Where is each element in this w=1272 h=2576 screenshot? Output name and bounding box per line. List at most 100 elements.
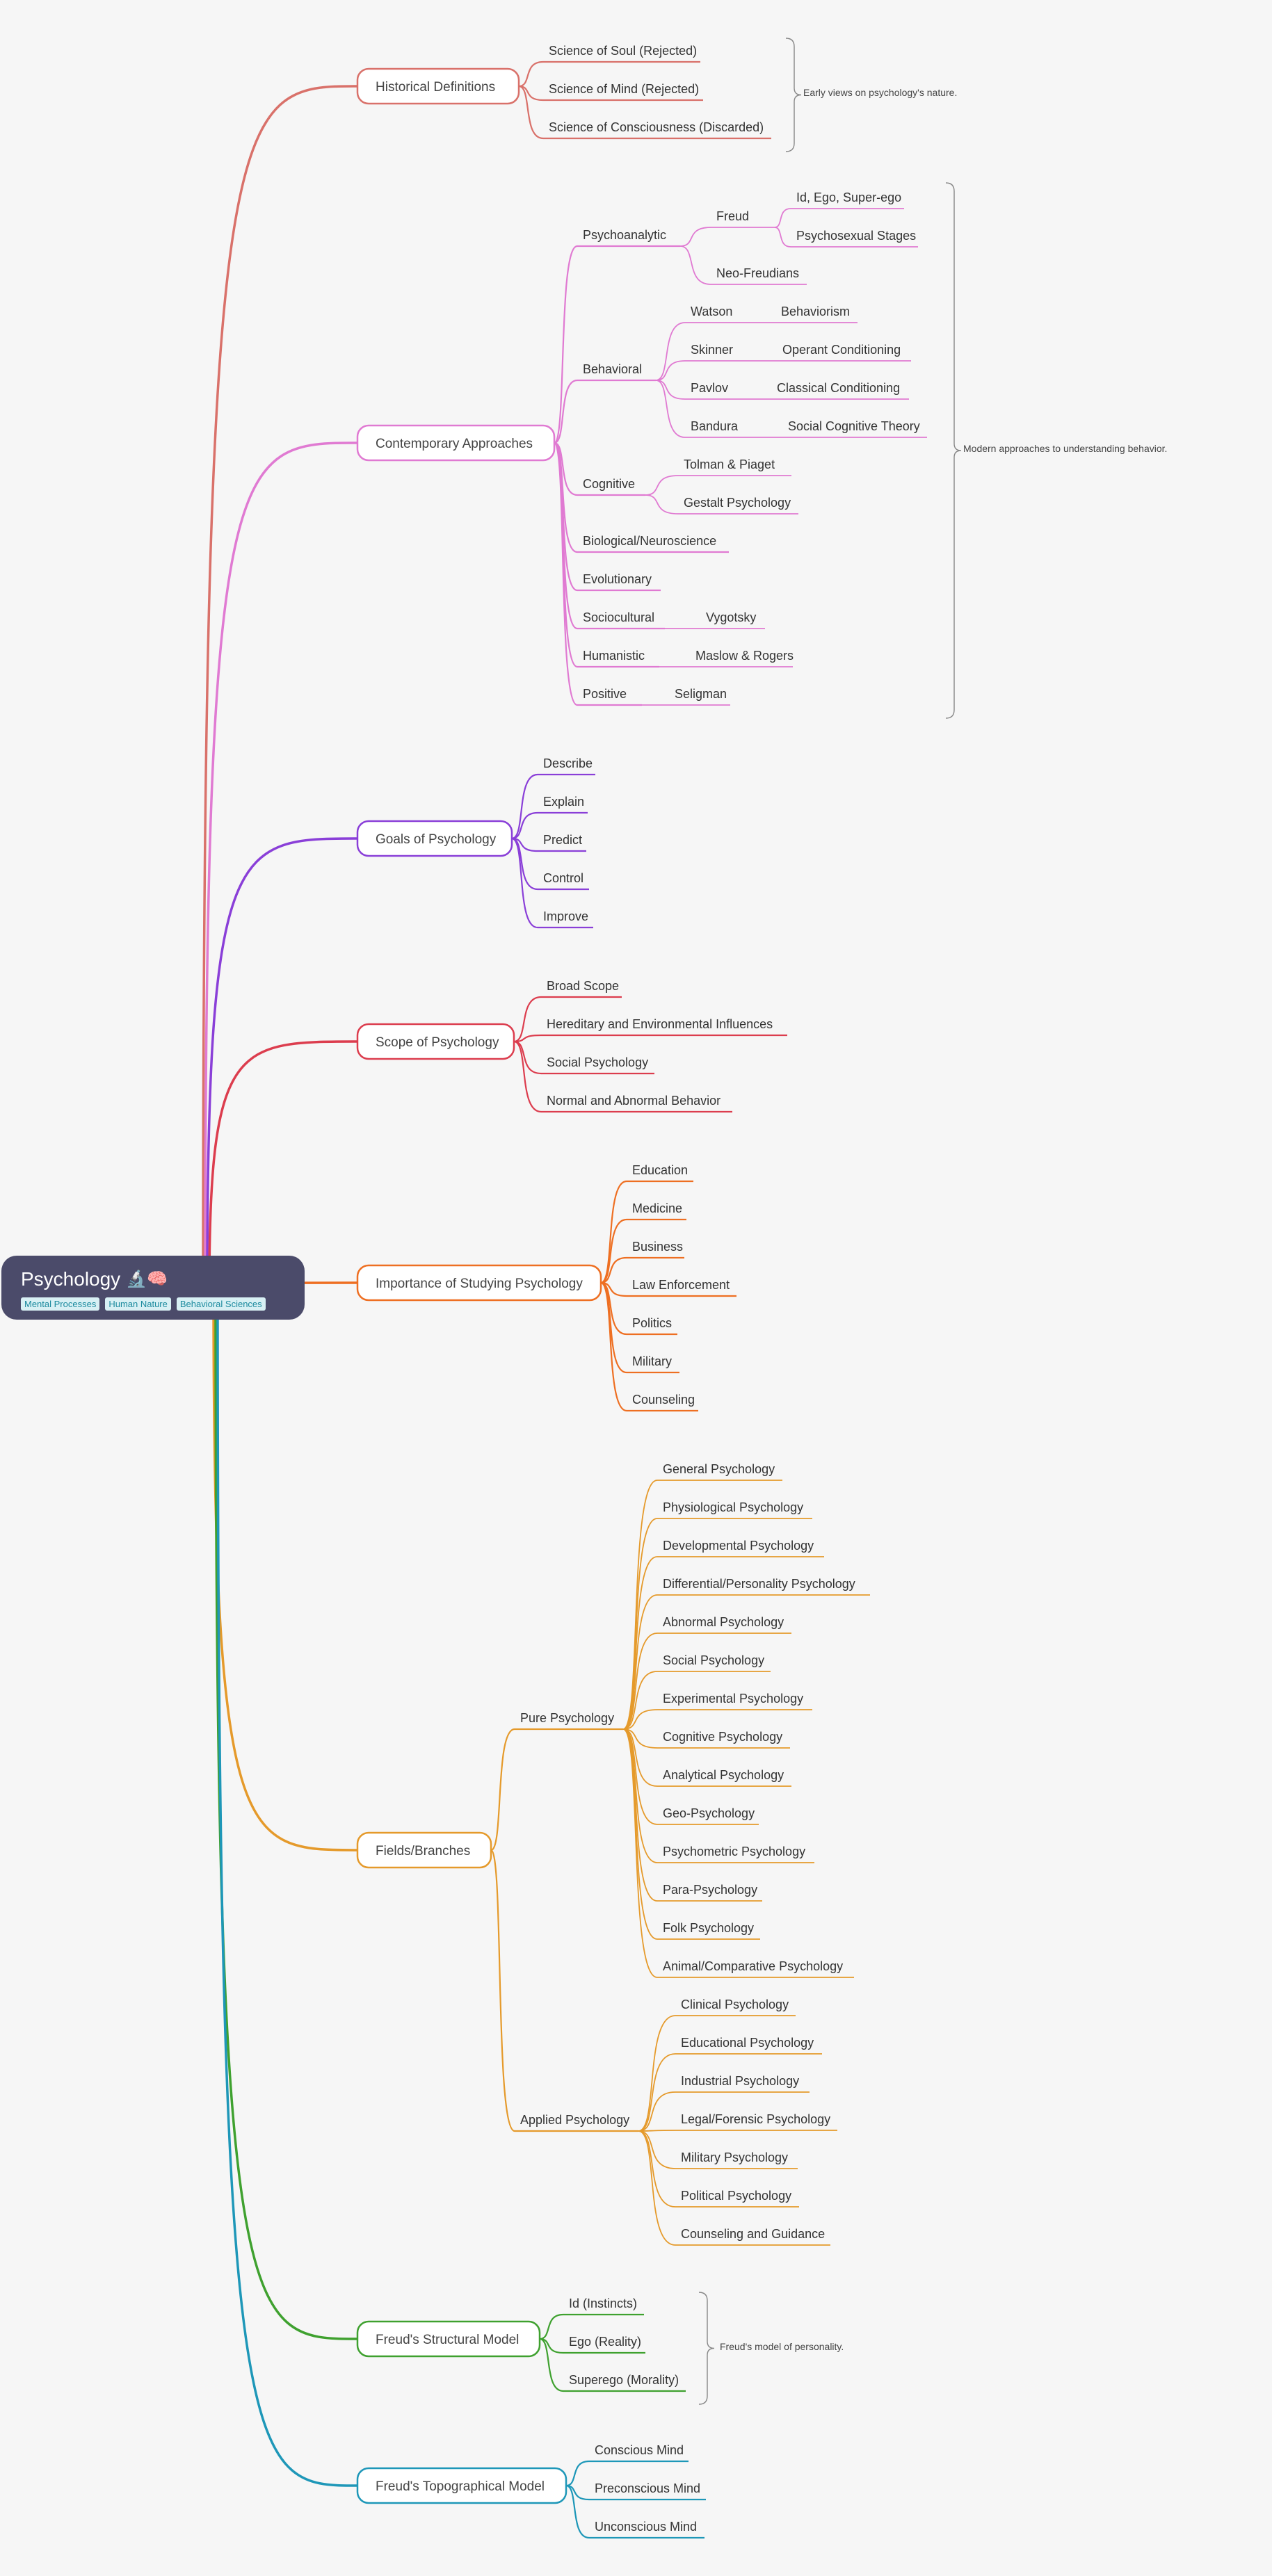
central-topic[interactable]: Psychology 🔬🧠 Mental Processes Human Nat… (1, 1256, 305, 1320)
topic-psychosexual-stages[interactable]: Psychosexual Stages (791, 229, 918, 248)
topic-physiological-psychology[interactable]: Physiological Psychology (657, 1500, 812, 1519)
topic-science-of-consciousness-discarded[interactable]: Science of Consciousness (Discarded) (543, 120, 771, 140)
topic-behavioral[interactable]: Behavioral (577, 362, 656, 382)
topic-control[interactable]: Control (538, 871, 589, 891)
topic-folk-psychology[interactable]: Folk Psychology (657, 1921, 760, 1940)
topic-cognitive[interactable]: Cognitive (577, 477, 645, 496)
link-importance-business (600, 1256, 627, 1284)
topic-gestalt-psychology[interactable]: Gestalt Psychology (678, 496, 798, 515)
topic-industrial-psychology[interactable]: Industrial Psychology (675, 2074, 810, 2093)
topic-superego-morality[interactable]: Superego (Morality) (563, 2373, 686, 2392)
topic-freud[interactable]: Freud (711, 209, 775, 228)
topic-preconscious-mind[interactable]: Preconscious Mind (589, 2481, 706, 2501)
topic-hereditary-and-environmental-influences[interactable]: Hereditary and Environmental Influences (541, 1017, 787, 1037)
topic-differential-personality-psychology[interactable]: Differential/Personality Psychology (657, 1577, 870, 1596)
topic-label: Vygotsky (706, 610, 756, 624)
topic-humanistic[interactable]: Humanistic (577, 649, 659, 668)
topic-military[interactable]: Military (627, 1354, 679, 1374)
topic-label: Sociocultural (583, 610, 654, 624)
topic-law-enforcement[interactable]: Law Enforcement (627, 1278, 736, 1297)
topic-watson[interactable]: Watson (685, 305, 746, 323)
topic-conscious-mind[interactable]: Conscious Mind (589, 2443, 689, 2463)
topic-broad-scope[interactable]: Broad Scope (541, 979, 622, 998)
topic-experimental-psychology[interactable]: Experimental Psychology (657, 1692, 812, 1710)
topic-neo-freudians[interactable]: Neo-Freudians (711, 266, 807, 285)
branch-contemporary[interactable]: Contemporary Approaches (356, 424, 556, 462)
topic-animal-comparative-psychology[interactable]: Animal/Comparative Psychology (657, 1959, 854, 1978)
link-contemporary-psychoanalytic-freud (679, 227, 711, 247)
topic-psychoanalytic[interactable]: Psychoanalytic (577, 228, 680, 248)
topic-analytical-psychology[interactable]: Analytical Psychology (657, 1768, 791, 1787)
topic-psychometric-psychology[interactable]: Psychometric Psychology (657, 1845, 814, 1863)
topic-cognitive-psychology[interactable]: Cognitive Psychology (657, 1730, 790, 1749)
topic-evolutionary[interactable]: Evolutionary (577, 572, 661, 592)
topic-label: Physiological Psychology (663, 1500, 803, 1514)
topic-behaviorism[interactable]: Behaviorism (775, 305, 858, 323)
topic-para-psychology[interactable]: Para-Psychology (657, 1883, 762, 1902)
topic-seligman[interactable]: Seligman (669, 687, 730, 706)
topic-political-psychology[interactable]: Political Psychology (675, 2189, 799, 2208)
topic-explain[interactable]: Explain (538, 795, 588, 814)
link-fields-applied-psychology-clinical-psychology (638, 2015, 676, 2132)
topic-label: Animal/Comparative Psychology (663, 1959, 843, 1973)
topic-skinner[interactable]: Skinner (685, 343, 748, 362)
branch-goals[interactable]: Goals of Psychology (356, 820, 513, 857)
topic-clinical-psychology[interactable]: Clinical Psychology (675, 1998, 796, 2016)
topic-biological-neuroscience[interactable]: Biological/Neuroscience (577, 534, 729, 553)
link-topographical-conscious-mind (565, 2460, 590, 2487)
topic-label: Control (543, 871, 583, 885)
tag-human-nature: Human Nature (105, 1297, 171, 1311)
topic-pure-psychology[interactable]: Pure Psychology (515, 1711, 623, 1731)
topic-vygotsky[interactable]: Vygotsky (700, 610, 765, 629)
branch-box (356, 1831, 492, 1869)
branch-historical[interactable]: Historical Definitions (356, 67, 520, 105)
topic-business[interactable]: Business (627, 1240, 684, 1259)
topic-unconscious-mind[interactable]: Unconscious Mind (589, 2520, 705, 2539)
topic-predict[interactable]: Predict (538, 833, 586, 852)
topic-counseling[interactable]: Counseling (627, 1393, 698, 1412)
topic-social-psychology[interactable]: Social Psychology (657, 1653, 771, 1672)
branch-importance[interactable]: Importance of Studying Psychology (356, 1264, 602, 1302)
topic-classical-conditioning[interactable]: Classical Conditioning (771, 381, 909, 400)
topic-social-cognitive-theory[interactable]: Social Cognitive Theory (782, 419, 927, 438)
topic-bandura[interactable]: Bandura (685, 419, 753, 438)
topic-operant-conditioning[interactable]: Operant Conditioning (777, 343, 911, 362)
topic-medicine[interactable]: Medicine (627, 1201, 686, 1221)
topic-counseling-and-guidance[interactable]: Counseling and Guidance (675, 2227, 830, 2246)
topic-science-of-mind-rejected[interactable]: Science of Mind (Rejected) (543, 82, 703, 102)
topic-pavlov[interactable]: Pavlov (685, 381, 741, 400)
topic-id-ego-super-ego[interactable]: Id, Ego, Super-ego (791, 191, 904, 209)
topic-tolman-piaget[interactable]: Tolman & Piaget (678, 457, 791, 476)
topic-label: Normal and Abnormal Behavior (547, 1094, 720, 1108)
link-contemporary-cognitive-tolman-piaget (645, 475, 679, 496)
topic-science-of-soul-rejected[interactable]: Science of Soul (Rejected) (543, 44, 700, 63)
branch-label: Contemporary Approaches (376, 437, 533, 451)
topic-social-psychology[interactable]: Social Psychology (541, 1055, 654, 1075)
topic-legal-forensic-psychology[interactable]: Legal/Forensic Psychology (675, 2112, 837, 2131)
branch-topographical[interactable]: Freud's Topographical Model (356, 2467, 567, 2504)
topic-general-psychology[interactable]: General Psychology (657, 1462, 782, 1481)
central-topic-title: Psychology 🔬🧠 (21, 1265, 285, 1293)
topic-developmental-psychology[interactable]: Developmental Psychology (657, 1539, 824, 1557)
topic-improve[interactable]: Improve (538, 909, 593, 929)
link-fields-pure-psychology (490, 1728, 515, 1852)
topic-ego-reality[interactable]: Ego (Reality) (563, 2335, 645, 2354)
summary-note-structural: Freud's model of personality. (720, 2341, 844, 2352)
topic-applied-psychology[interactable]: Applied Psychology (515, 2113, 638, 2132)
branch-fields[interactable]: Fields/Branches (356, 1831, 492, 1869)
topic-normal-and-abnormal-behavior[interactable]: Normal and Abnormal Behavior (541, 1094, 732, 1113)
branch-structural[interactable]: Freud's Structural Model (356, 2320, 541, 2358)
topic-positive[interactable]: Positive (577, 687, 642, 706)
topic-geo-psychology[interactable]: Geo-Psychology (657, 1806, 759, 1825)
topic-label: Operant Conditioning (782, 343, 901, 357)
topic-military-psychology[interactable]: Military Psychology (675, 2150, 798, 2169)
topic-politics[interactable]: Politics (627, 1316, 677, 1336)
topic-id-instincts[interactable]: Id (Instincts) (563, 2296, 644, 2316)
topic-sociocultural[interactable]: Sociocultural (577, 610, 665, 630)
topic-maslow-rogers[interactable]: Maslow & Rogers (690, 649, 794, 667)
topic-describe[interactable]: Describe (538, 756, 595, 776)
branch-scope[interactable]: Scope of Psychology (356, 1023, 515, 1060)
topic-educational-psychology[interactable]: Educational Psychology (675, 2036, 822, 2055)
topic-education[interactable]: Education (627, 1163, 693, 1183)
topic-abnormal-psychology[interactable]: Abnormal Psychology (657, 1615, 791, 1634)
